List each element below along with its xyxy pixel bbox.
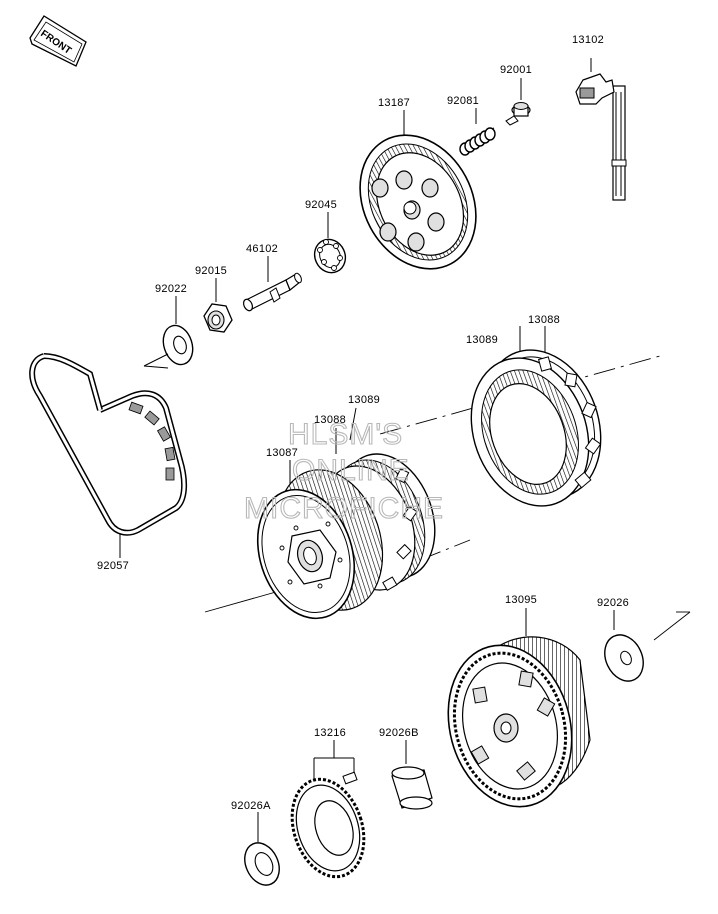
push-lever-shaft xyxy=(575,58,627,201)
part-label-92057: 92057 xyxy=(97,560,129,572)
part-label-13102: 13102 xyxy=(572,34,604,46)
watermark: HLSM'S ONLINE MICROFICHE xyxy=(243,417,444,525)
washer-part-92022 xyxy=(143,296,194,369)
friction-plate-pack-right xyxy=(470,326,602,507)
part-label-13095: 13095 xyxy=(505,594,537,606)
watermark-line-2: ONLINE xyxy=(292,454,410,487)
push-rod-part xyxy=(242,256,302,312)
part-label-92026A: 92026A xyxy=(231,800,271,812)
front-arrow-icon: FRONT xyxy=(29,15,87,67)
washer-part-92026 xyxy=(604,610,644,682)
clutch-nut-part xyxy=(203,278,233,333)
bolt-part xyxy=(505,78,531,126)
part-label-92026B: 92026B xyxy=(379,727,419,739)
part-label-13187: 13187 xyxy=(378,97,410,109)
washer-part-92026a xyxy=(244,812,280,886)
drive-chain-part xyxy=(29,353,188,558)
part-label-92045: 92045 xyxy=(305,199,337,211)
clutch-spring-part xyxy=(459,108,496,156)
part-label-13089a: 13089 xyxy=(466,334,498,346)
part-label-92022: 92022 xyxy=(155,283,187,295)
clutch-hub-part xyxy=(256,460,384,620)
part-label-13087: 13087 xyxy=(266,447,298,459)
pressure-plate-part xyxy=(359,110,477,270)
clutch-housing-part xyxy=(447,608,591,808)
part-label-92015: 92015 xyxy=(195,265,227,277)
watermark-line-1: HLSM'S xyxy=(288,418,403,451)
part-number-labels: 13102 92001 92081 13187 92045 46102 9201… xyxy=(97,34,629,812)
part-label-13089b: 13089 xyxy=(348,394,380,406)
part-label-46102: 46102 xyxy=(246,243,278,255)
gear-and-pins-part xyxy=(290,740,366,879)
part-label-92026: 92026 xyxy=(597,597,629,609)
sleeve-part xyxy=(391,740,433,810)
part-label-13088a: 13088 xyxy=(528,314,560,326)
watermark-line-3: MICROFICHE xyxy=(244,492,444,525)
part-label-13088b: 13088 xyxy=(314,414,346,426)
part-label-13216: 13216 xyxy=(314,727,346,739)
ball-bearing-part xyxy=(313,212,347,274)
part-label-92081: 92081 xyxy=(447,95,479,107)
part-label-92001: 92001 xyxy=(500,64,532,76)
